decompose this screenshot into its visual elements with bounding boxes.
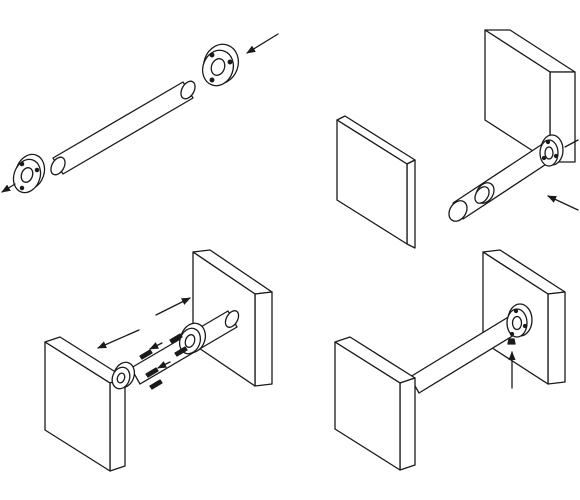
panel-left xyxy=(334,336,416,471)
flange-right xyxy=(506,303,533,338)
rod xyxy=(50,80,196,176)
screws xyxy=(139,333,188,390)
arrow-push-right xyxy=(155,297,191,316)
flange-right xyxy=(201,43,240,87)
step-4-final-assembly xyxy=(334,249,566,471)
panel-left xyxy=(44,336,126,472)
step-1-exploded-parts xyxy=(1,33,279,194)
arrow-screw-a xyxy=(149,342,163,350)
flange-left xyxy=(12,153,46,194)
arrow-insert-left xyxy=(1,183,16,193)
rod-with-flange xyxy=(448,134,564,222)
step-2-mount-flange xyxy=(336,29,579,249)
arrow-insert-right xyxy=(246,33,279,54)
arrow-guide-right xyxy=(564,139,579,148)
wall-panel-left xyxy=(336,115,416,249)
step-3-fix-screws xyxy=(44,249,273,472)
arrow-screw-b xyxy=(157,361,171,369)
flange-left xyxy=(111,361,136,390)
arrow-push-flange xyxy=(547,195,579,211)
screw-cap xyxy=(507,338,516,345)
wall-panel-right xyxy=(484,29,576,163)
arrow-pull-left xyxy=(97,329,140,349)
